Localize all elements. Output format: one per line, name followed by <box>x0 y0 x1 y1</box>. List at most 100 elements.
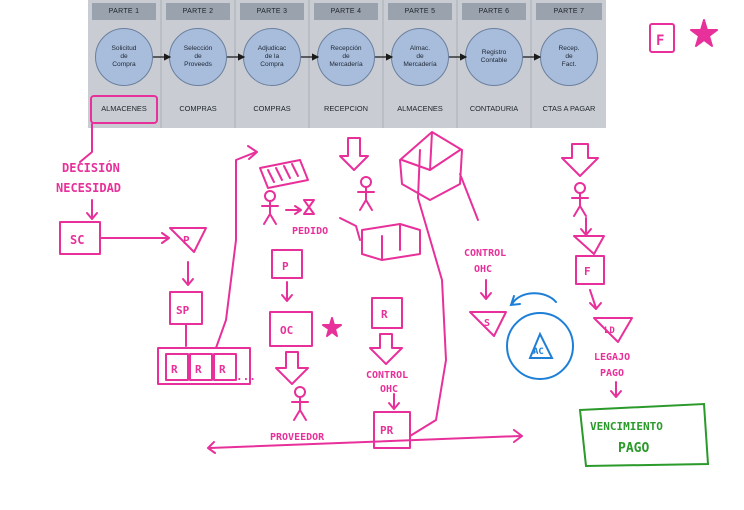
star-icon <box>690 19 718 47</box>
f-top-box <box>649 23 675 53</box>
vencimiento-label: VENCIMIENTO <box>590 420 663 433</box>
necesidad-label: NECESIDAD <box>56 181 121 195</box>
p-doc-box <box>271 249 303 279</box>
process-step-node: Registro Contable <box>465 28 523 86</box>
lane-7: PARTE 7 Recep. de Fact. CTAS A PAGAR <box>532 0 606 128</box>
oc-box <box>269 311 313 347</box>
lane-6: PARTE 6 Registro Contable CONTADURIA <box>458 0 530 128</box>
ac-label: AC <box>533 347 544 357</box>
flow-arrow <box>86 199 98 220</box>
person-body <box>357 186 375 211</box>
person-body <box>261 200 279 225</box>
pedido-label: PEDIDO <box>292 226 328 237</box>
big-down-arrow <box>561 143 599 177</box>
ellipsis-label: ... <box>236 370 256 383</box>
connector-line <box>459 173 479 221</box>
process-step-node: Solicitud de Compra <box>95 28 153 86</box>
receiving-boxes <box>361 223 421 261</box>
control-label: CONTROL <box>464 248 506 259</box>
lane-header: PARTE 7 <box>536 3 602 20</box>
process-step-node: Recep. de Fact. <box>540 28 598 86</box>
big-down-arrow <box>275 351 309 385</box>
proveedor-label: PROVEEDOR <box>270 432 325 443</box>
process-table: PARTE 1 Solicitud de Compra ALMACENES PA… <box>88 0 606 128</box>
legajo-pago-label: PAGO <box>600 368 624 379</box>
r-label: R <box>171 363 178 376</box>
flow-arrow <box>610 381 622 398</box>
pr-label: PR <box>380 424 394 437</box>
r-doc-box <box>371 297 403 329</box>
process-step-node: Almac. de Mercadería <box>391 28 449 86</box>
lane-1: PARTE 1 Solicitud de Compra ALMACENES <box>88 0 160 128</box>
f-triangle <box>573 235 605 255</box>
r-doc-box <box>213 353 237 381</box>
r-label: R <box>381 308 388 321</box>
flow-arrow <box>580 217 592 236</box>
pr-box <box>373 411 411 449</box>
flow-arrow <box>589 289 602 310</box>
warehouse-stripes <box>267 163 299 183</box>
ac-circle <box>506 312 574 380</box>
cycle-arrow <box>509 292 557 307</box>
r-group-box <box>157 347 251 385</box>
sc-label: SC <box>70 233 84 247</box>
ohc-label: OHC <box>474 264 492 275</box>
s-triangle-label: S <box>484 318 490 329</box>
flow-arrow <box>388 393 400 410</box>
r-doc-box <box>189 353 213 381</box>
connector-line <box>79 123 93 163</box>
lane-header: PARTE 1 <box>92 3 156 20</box>
ld-triangle <box>593 317 633 343</box>
person-head <box>360 176 372 188</box>
pago-label: PAGO <box>618 441 649 456</box>
lane-header: PARTE 6 <box>462 3 526 20</box>
oc-label: OC <box>280 324 293 337</box>
vencimiento-box <box>578 402 710 468</box>
flow-arrow <box>285 205 302 215</box>
bottom-flow-arrow <box>207 429 523 454</box>
flow-arrow <box>281 281 293 302</box>
control-label: CONTROL <box>366 370 408 381</box>
big-down-arrow <box>369 333 403 365</box>
r-label: R <box>219 363 226 376</box>
ohc-label: OHC <box>380 384 398 395</box>
big-down-arrow <box>339 137 369 171</box>
lane-header: PARTE 5 <box>388 3 452 20</box>
lane-4: PARTE 4 Recepción de Mercadería RECEPCIO… <box>310 0 382 128</box>
department-label: CTAS A PAGAR <box>542 104 596 113</box>
flow-arrow <box>480 279 492 300</box>
person-head <box>264 190 276 202</box>
flow-arrow <box>99 232 170 244</box>
lane-header: PARTE 4 <box>314 3 378 20</box>
s-triangle <box>469 311 507 337</box>
f-box <box>575 255 605 285</box>
lane-header: PARTE 2 <box>166 3 230 20</box>
flow-arrow <box>182 261 194 286</box>
process-step-node: Recepción de Mercadería <box>317 28 375 86</box>
ac-triangle <box>528 331 554 359</box>
person-head <box>294 386 306 398</box>
hourglass-icon <box>303 199 315 215</box>
department-label: ALMACENES <box>397 104 443 113</box>
lane-5: PARTE 5 Almac. de Mercadería ALMACENES <box>384 0 456 128</box>
r-doc-box <box>165 353 189 381</box>
person-body <box>571 192 589 217</box>
department-label: CONTADURIA <box>469 104 519 113</box>
p-doc-label: P <box>282 260 289 273</box>
p-triangle-label: P <box>183 234 190 247</box>
decision-label: DECISIÓN <box>62 160 120 175</box>
lane-header: PARTE 3 <box>240 3 304 20</box>
sp-label: SP <box>176 304 190 317</box>
r-label: R <box>195 363 202 376</box>
f-label: F <box>584 265 591 278</box>
connector-line <box>215 145 258 349</box>
connector-line <box>409 149 447 437</box>
person-body <box>291 396 309 421</box>
ld-label: LD <box>604 326 615 336</box>
person-head <box>574 182 586 194</box>
p-triangle <box>169 227 207 253</box>
department-label: ALMACENES <box>101 104 147 113</box>
department-label: RECEPCION <box>324 104 368 113</box>
connector-line <box>339 217 361 241</box>
